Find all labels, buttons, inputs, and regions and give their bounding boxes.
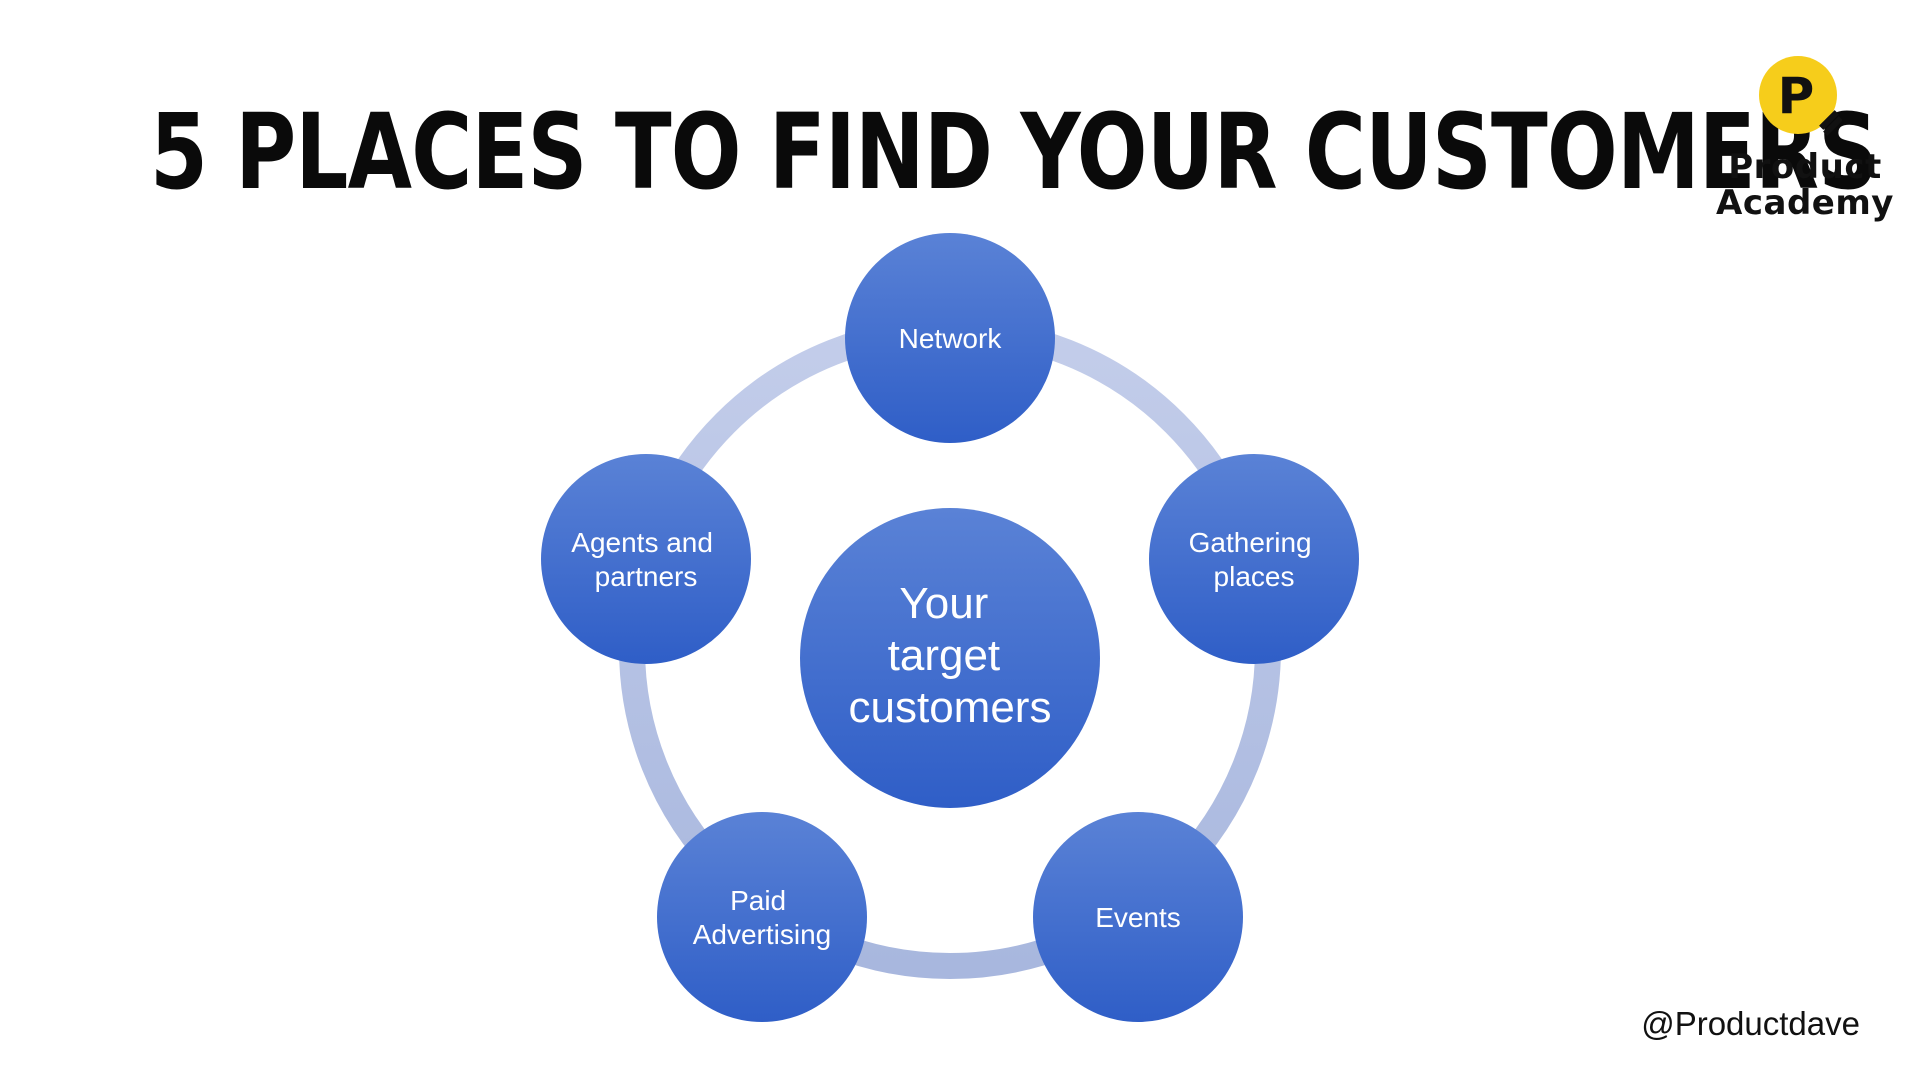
svg-text:Events: Events (1095, 902, 1181, 933)
center-node: Your target customers (800, 508, 1100, 808)
node-agents-and-partners: Agents and partners (541, 454, 751, 664)
node-events-label: Events (1095, 902, 1181, 933)
node-paid-advertising: Paid Advertising (657, 812, 867, 1022)
node-network: Network (845, 233, 1055, 443)
logo-mark-letter: P (1778, 67, 1815, 125)
node-gathering-places: Gathering places (1149, 454, 1359, 664)
node-network-label: Network (899, 323, 1003, 354)
logo-text-line2: Academy (1716, 183, 1894, 223)
node-paid-advertising-line-2: Advertising (693, 919, 832, 950)
svg-text:Network: Network (899, 323, 1003, 354)
center-line-1: Your (899, 579, 988, 628)
svg-text:Gathering places: Gathering places (1189, 527, 1320, 592)
node-paid-advertising-line-1: Paid (730, 885, 786, 916)
svg-text:Agents and partners: Agents and partners (571, 527, 720, 592)
center-line-3: customers (849, 683, 1052, 732)
twitter-handle: @Productdave (1641, 1005, 1860, 1042)
center-node-label: Your target customers (849, 579, 1052, 732)
svg-text:Paid Advertising: Paid Advertising (693, 885, 832, 950)
product-academy-logo: P Product Academy (1710, 55, 1900, 235)
node-gathering-places-line-2: places (1214, 561, 1295, 592)
product-academy-logo-icon: P (1759, 56, 1842, 136)
node-agents-and-partners-line-1: Agents and (571, 527, 713, 558)
node-gathering-places-line-1: Gathering (1189, 527, 1312, 558)
node-agents-and-partners-line-2: partners (595, 561, 698, 592)
center-line-2: target (888, 631, 1001, 680)
logo-text-line1: Product (1728, 147, 1882, 187)
node-events: Events (1033, 812, 1243, 1022)
